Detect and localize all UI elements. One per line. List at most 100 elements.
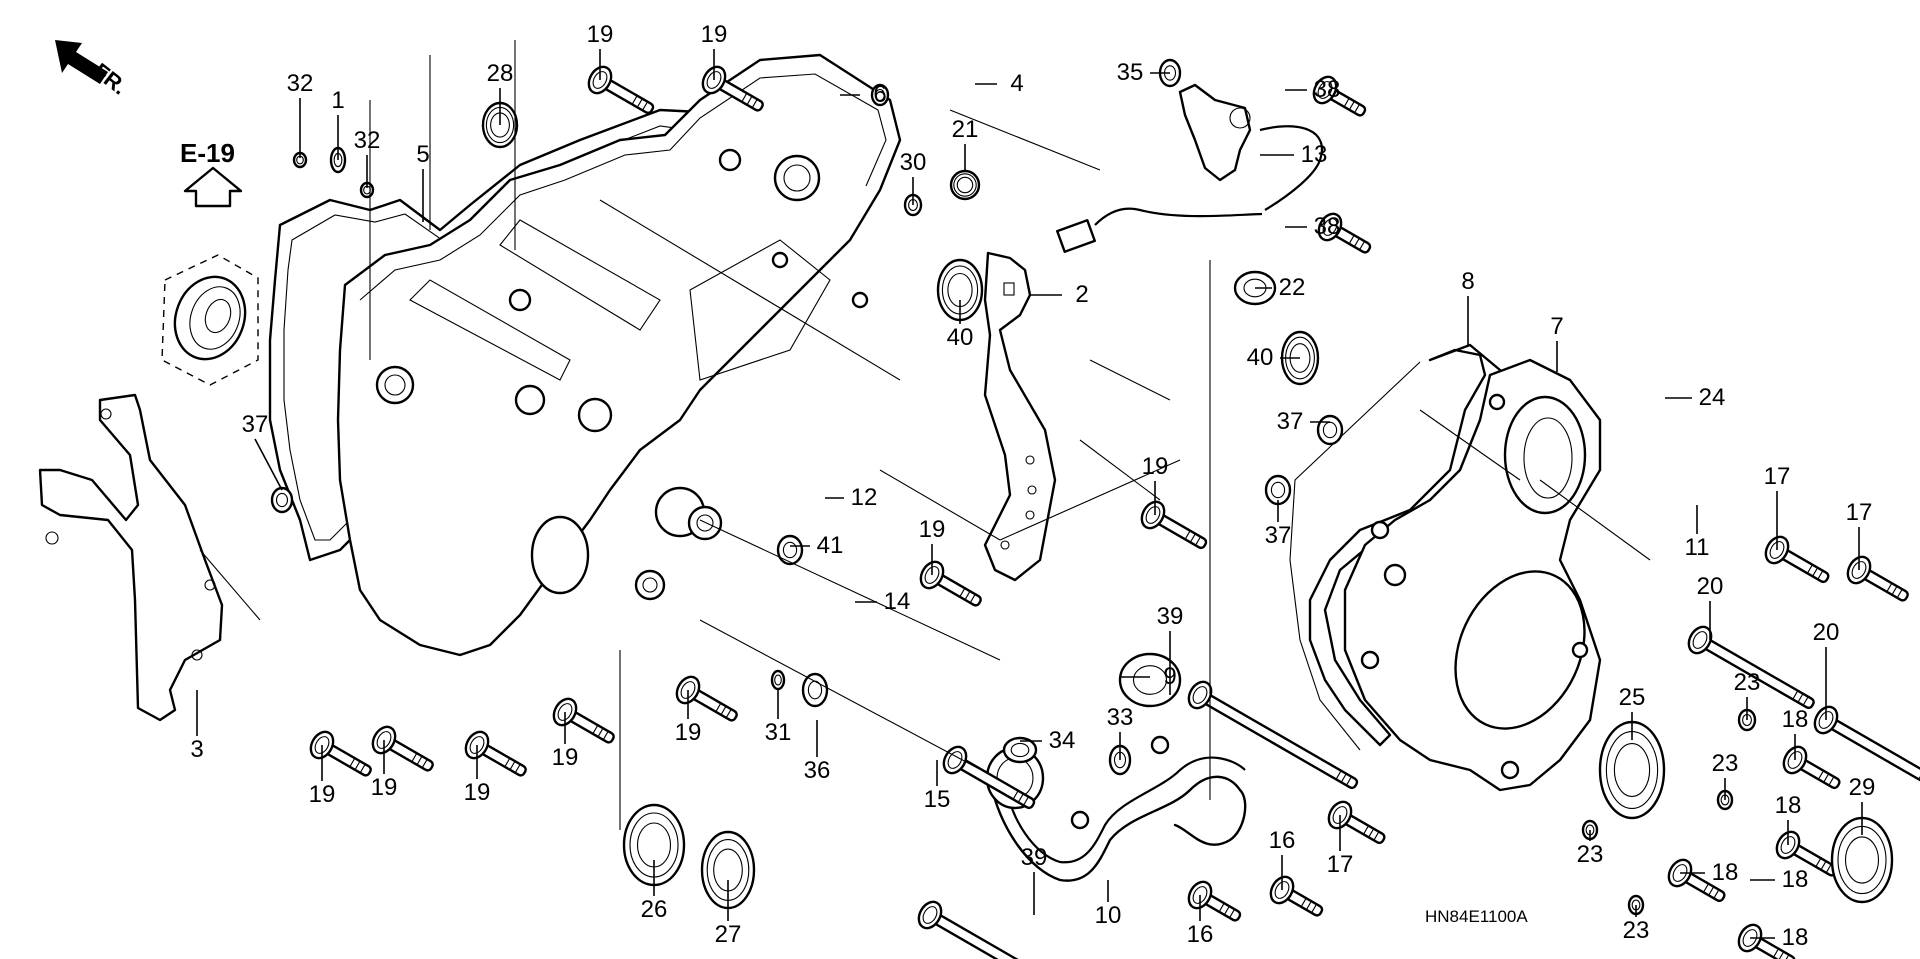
- guide-line: [949, 109, 1101, 171]
- sensor-harness-part: [1056, 83, 1323, 254]
- left-crankcase: [336, 53, 902, 657]
- callout-17: 17: [1326, 851, 1354, 878]
- callout-25: 25: [1618, 684, 1646, 711]
- callout-40: 40: [946, 324, 974, 351]
- callout-18: 18: [1711, 859, 1739, 886]
- callout-34: 34: [1048, 727, 1076, 754]
- callout-19: 19: [586, 21, 614, 48]
- callout-18: 18: [1781, 924, 1809, 951]
- washer-icon: [1264, 474, 1292, 506]
- guide-line: [1539, 479, 1651, 561]
- bearing-icon: [1598, 720, 1666, 820]
- washer-icon: [1316, 414, 1344, 446]
- bolt-icon: [1327, 800, 1386, 845]
- callout-37: 37: [1276, 408, 1304, 435]
- callout-8: 8: [1461, 268, 1475, 295]
- bearing-icon: [949, 169, 981, 201]
- callout-17: 17: [1763, 463, 1791, 490]
- callout-3: 3: [190, 736, 204, 763]
- callout-23: 23: [1711, 750, 1739, 777]
- washer-icon: [870, 83, 890, 107]
- callout-10: 10: [1094, 902, 1122, 929]
- bolt-icon: [917, 900, 1089, 959]
- washer-icon: [801, 672, 829, 708]
- bolt-icon: [1317, 212, 1372, 254]
- callout-37: 37: [241, 411, 269, 438]
- washer-icon: [270, 486, 294, 514]
- callout-38: 38: [1313, 213, 1341, 240]
- ring-group: [270, 58, 1894, 916]
- callout-19: 19: [308, 781, 336, 808]
- callout-19: 19: [700, 21, 728, 48]
- callout-29: 29: [1848, 774, 1876, 801]
- front-direction-arrow-icon: [55, 40, 108, 84]
- callout-20: 20: [1696, 573, 1724, 600]
- callout-6: 6: [873, 81, 887, 108]
- callout-31: 31: [764, 719, 792, 746]
- washer-icon: [770, 669, 786, 691]
- callout-18: 18: [1781, 706, 1809, 733]
- callout-40: 40: [1246, 344, 1274, 371]
- callout-24: 24: [1698, 384, 1726, 411]
- callout-30: 30: [899, 149, 927, 176]
- callout-15: 15: [923, 786, 951, 813]
- callout-39: 39: [1156, 603, 1184, 630]
- callout-14: 14: [883, 588, 911, 615]
- callout-23: 23: [1576, 841, 1604, 868]
- bolt-icon: [309, 730, 372, 777]
- bolt-icon: [1312, 75, 1367, 117]
- bolt-icon: [587, 65, 655, 115]
- callout-17: 17: [1845, 499, 1873, 526]
- guide-line: [1079, 439, 1161, 501]
- guide-line: [199, 549, 261, 621]
- guide-line: [1419, 409, 1521, 481]
- washer-icon: [1002, 736, 1038, 764]
- callout-18: 18: [1774, 792, 1802, 819]
- callout-5: 5: [416, 141, 430, 168]
- callout-11: 11: [1684, 534, 1710, 561]
- reference-bearing-dashed: [161, 254, 259, 386]
- reference-section-label: E-19: [180, 138, 235, 168]
- callout-19: 19: [674, 719, 702, 746]
- bolt-icon: [675, 675, 738, 722]
- callout-18: 18: [1781, 866, 1809, 893]
- callout-19: 19: [551, 744, 579, 771]
- guide-line: [879, 469, 1001, 541]
- callout-4: 4: [1010, 70, 1024, 97]
- bolt-icon: [1764, 535, 1830, 584]
- bolt-icon: [1687, 625, 1815, 710]
- callout-16: 16: [1268, 827, 1296, 854]
- bolt-icon: [919, 560, 982, 607]
- callout-41: 41: [816, 532, 844, 559]
- bolt-icon: [1737, 923, 1796, 959]
- bolt-icon: [1846, 555, 1909, 602]
- guide-line: [699, 619, 1001, 781]
- callout-39: 39: [1020, 844, 1048, 871]
- callout-1: 1: [331, 87, 345, 114]
- bolt-icon: [464, 730, 527, 777]
- bolt-icon: [1140, 500, 1208, 550]
- bolt-icon: [371, 725, 434, 772]
- bolt-icon: [1269, 875, 1324, 917]
- reference-arrow-icon: [183, 166, 243, 208]
- callout-7: 7: [1550, 313, 1564, 340]
- callout-12: 12: [850, 484, 878, 511]
- callout-2: 2: [1075, 281, 1089, 308]
- leader-lines: [196, 49, 1863, 939]
- callout-20: 20: [1812, 619, 1840, 646]
- callout-27: 27: [714, 921, 742, 948]
- callout-19: 19: [463, 779, 491, 806]
- callout-21: 21: [951, 116, 979, 143]
- guide-line: [699, 519, 1001, 661]
- washer-icon: [1118, 652, 1182, 708]
- callout-33: 33: [1106, 704, 1134, 731]
- washer-icon: [776, 534, 804, 566]
- callout-19: 19: [1141, 453, 1169, 480]
- callout-23: 23: [1622, 917, 1650, 944]
- right-case-cover: [1343, 358, 1602, 792]
- bolt-icon: [1782, 745, 1841, 790]
- callout-32: 32: [353, 127, 381, 154]
- callout-36: 36: [803, 757, 831, 784]
